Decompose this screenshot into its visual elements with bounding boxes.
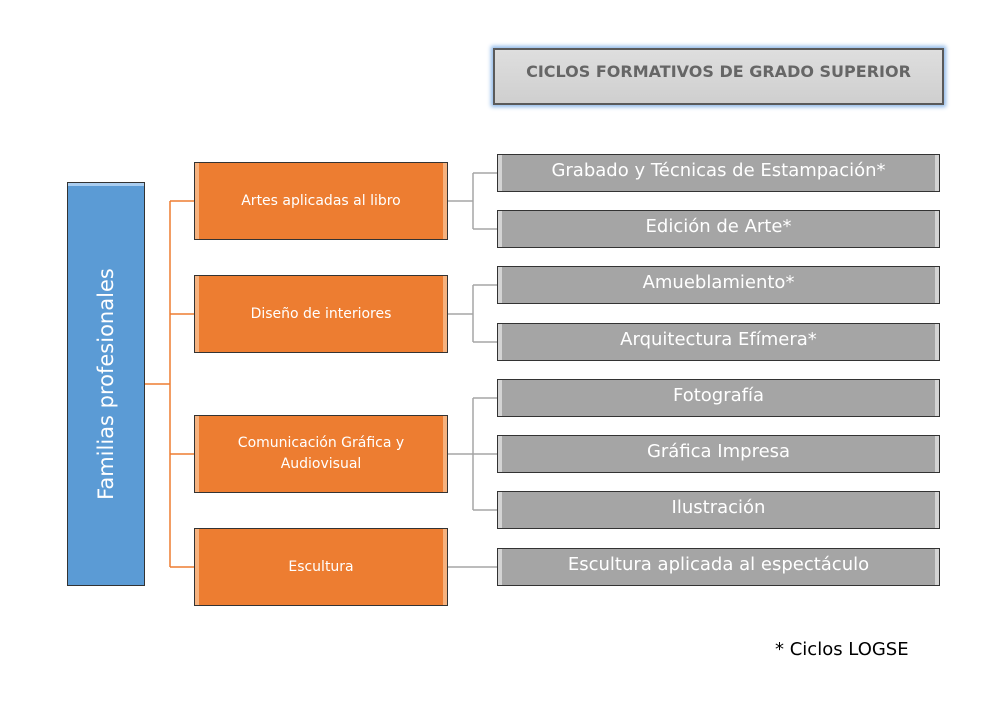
cycle-node: Amueblamiento* [497,266,940,304]
family-label: Artes aplicadas al libro [241,192,401,209]
cycle-label: Grabado y Técnicas de Estampación* [551,159,886,181]
cycle-label: Ilustración [671,496,766,518]
root-label: Familias profesionales [94,268,119,500]
family-node: Artes aplicadas al libro [194,162,448,240]
cycle-label: Escultura aplicada al espectáculo [567,553,870,575]
cycle-node: Grabado y Técnicas de Estampación* [497,154,940,192]
title-text: CICLOS FORMATIVOS DE GRADO SUPERIOR [526,62,911,81]
cycle-node: Fotografía [497,379,940,417]
cycle-label: Fotografía [672,384,765,406]
cycle-node: Ilustración [497,491,940,529]
cycle-label: Arquitectura Efímera* [620,328,817,350]
family-node: Escultura [194,528,448,606]
cycle-label: Amueblamiento* [642,271,795,293]
family-node: Diseño de interiores [194,275,448,353]
title-box: CICLOS FORMATIVOS DE GRADO SUPERIOR [493,48,944,105]
cycle-node: Edición de Arte* [497,210,940,248]
footnote: * Ciclos LOGSE [775,639,909,660]
root-node: Familias profesionales [67,182,145,586]
root-connectors [145,200,194,568]
family-label: Escultura [288,558,354,575]
cycle-node: Gráfica Impresa [497,435,940,473]
cycle-node: Escultura aplicada al espectáculo [497,548,940,586]
family-connectors [448,172,497,568]
cycle-label: Gráfica Impresa [646,440,791,462]
family-node: Comunicación Gráfica y Audiovisual [194,415,448,493]
family-label: Comunicación Gráfica y Audiovisual [237,435,405,472]
cycle-label: Edición de Arte* [645,215,792,237]
family-label: Diseño de interiores [250,305,392,322]
cycle-node: Arquitectura Efímera* [497,323,940,361]
